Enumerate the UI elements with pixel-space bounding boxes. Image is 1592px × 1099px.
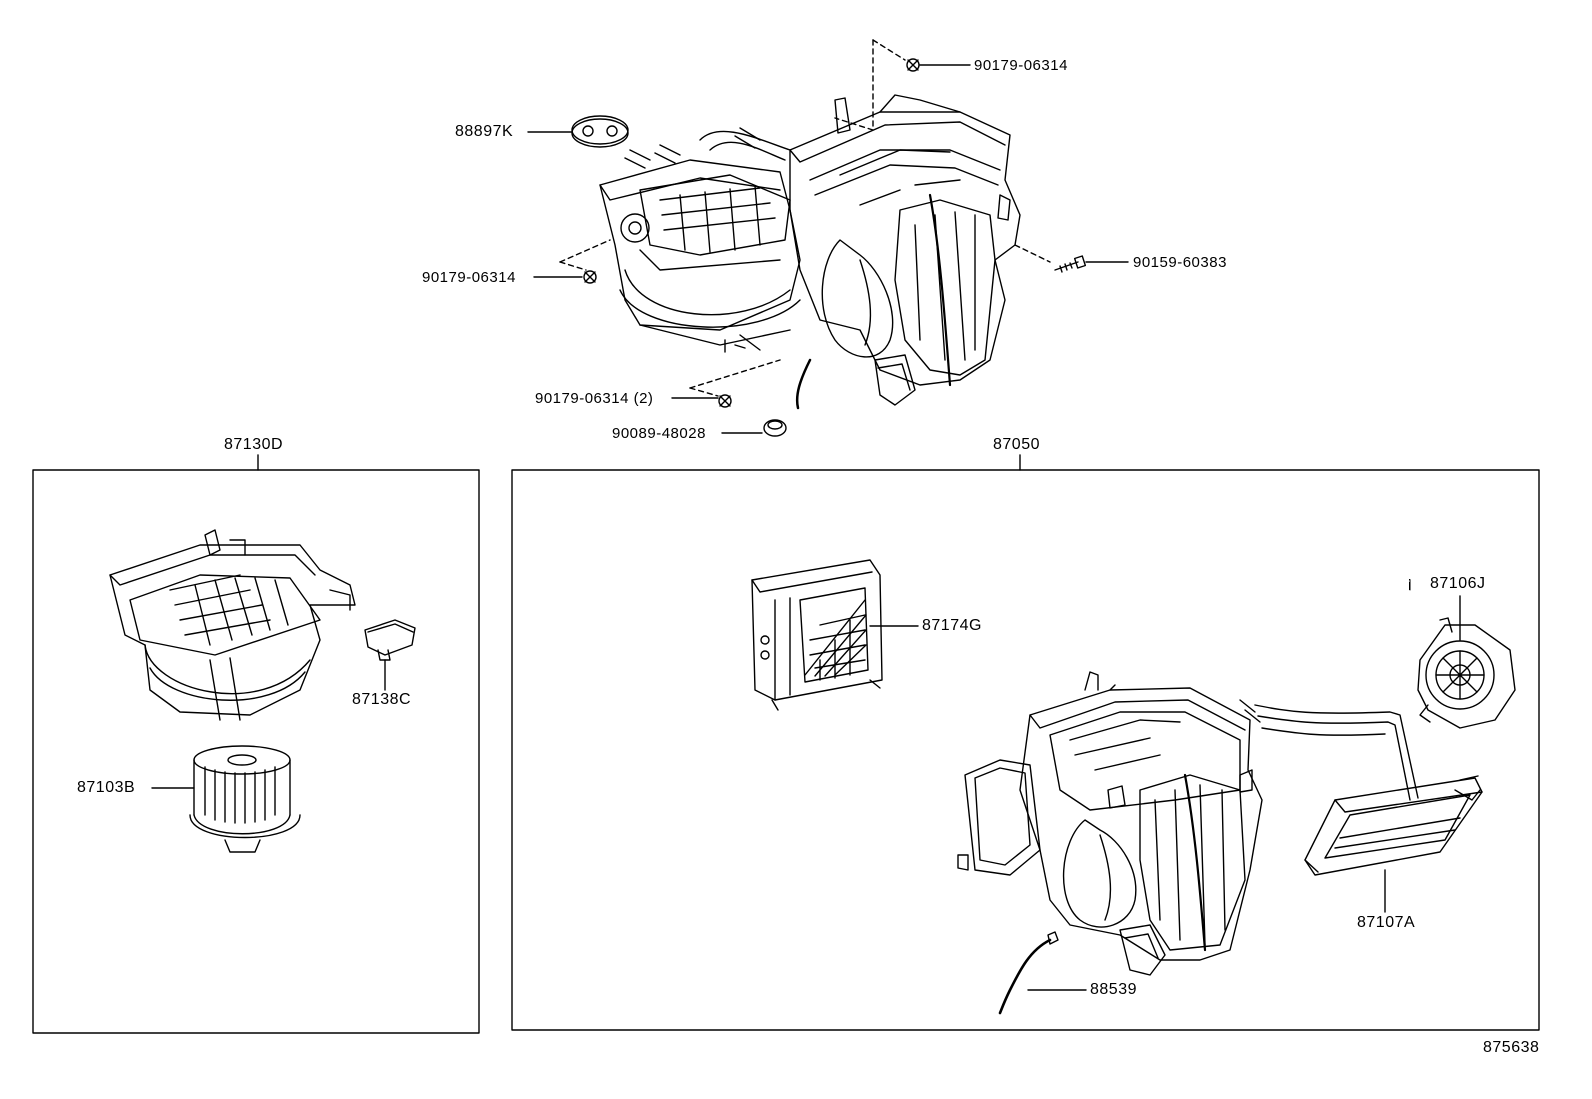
- mark-i: i: [1408, 577, 1412, 594]
- hose-88539: [998, 931, 1087, 1015]
- label-88539: 88539: [1090, 981, 1137, 998]
- label-87106J: 87106J: [1430, 575, 1486, 592]
- heater-case-87050: [957, 671, 1263, 976]
- label-90179-06314-top: 90179-06314: [974, 57, 1068, 74]
- label-87107A: 87107A: [1357, 914, 1416, 931]
- label-90179-06314-2: 90179-06314 (2): [535, 390, 654, 407]
- motor-87106J: [1417, 595, 1516, 729]
- evaporator-87174G: [751, 559, 919, 711]
- box-87130D: [32, 454, 480, 1034]
- label-90159-60383: 90159-60383: [1133, 254, 1227, 271]
- heater-core-87107A: [1239, 699, 1483, 913]
- resistor-87138C: [364, 619, 416, 691]
- label-90089-48028: 90089-48028: [612, 425, 706, 442]
- label-87103B: 87103B: [77, 779, 136, 796]
- label-88897K: 88897K: [455, 123, 514, 140]
- top-fasteners: [527, 39, 1129, 437]
- group-label-87050: 87050: [993, 436, 1040, 453]
- label-87138C: 87138C: [352, 691, 412, 708]
- group-label-87130D: 87130D: [224, 436, 284, 453]
- label-90179-06314-left: 90179-06314: [422, 269, 516, 286]
- figure-id: 875638: [1483, 1039, 1540, 1056]
- label-87174G: 87174G: [922, 617, 982, 634]
- blower-unit-87130D: [109, 529, 356, 721]
- box-87050: [511, 454, 1540, 1031]
- blower-motor-87103B: [151, 745, 301, 853]
- heater-assembly-top: [599, 94, 1021, 410]
